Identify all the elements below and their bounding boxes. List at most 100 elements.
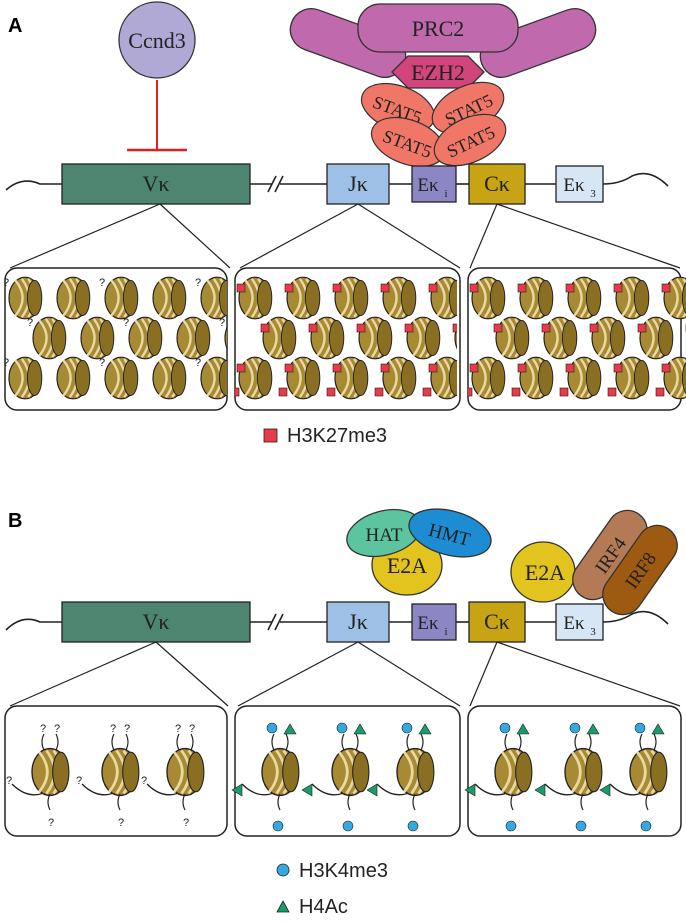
- nucleosome-icon: [151, 356, 188, 400]
- h3k27me3-square-icon: [263, 428, 278, 443]
- h3k4me3-mark: [575, 820, 587, 832]
- h4ac-mark: [599, 783, 611, 797]
- nucleosome-icon: [470, 276, 506, 320]
- chromatin-box-v-open: ????????????: [4, 705, 228, 837]
- e3-segment-a-label: Eκ: [563, 175, 585, 196]
- nucleosome-icon: [493, 747, 534, 797]
- j-segment-a-label: Jκ: [348, 171, 368, 196]
- h3k27me3-mark: [493, 323, 503, 333]
- h4ac-mark: [418, 723, 432, 735]
- h3k27me3-mark: [517, 283, 527, 293]
- ccnd3-label: Ccnd3: [128, 28, 185, 53]
- nucleosome-icon: [165, 747, 206, 797]
- v-segment-b-label: Vκ: [143, 609, 170, 634]
- nucleosome-icon: [31, 316, 68, 360]
- h3k27me3-mark: [637, 323, 647, 333]
- h3k4me3-mark: [569, 722, 581, 734]
- j-segment-b-label: Jκ: [348, 609, 368, 634]
- c-segment-b-label: Cκ: [484, 609, 510, 634]
- c-segment-b: Cκ: [468, 601, 526, 643]
- stat5-cluster: STAT5 STAT5 STAT5 STAT5: [360, 81, 507, 168]
- h3k27me3-mark: [613, 363, 623, 373]
- nucleosome-icon: [470, 356, 506, 400]
- unknown-mark: ?: [110, 723, 116, 735]
- h4ac-mark: [464, 783, 476, 797]
- unknown-mark: ?: [118, 817, 124, 829]
- nucleosome-icon: [518, 356, 554, 400]
- ezh2-node: EZH2: [391, 55, 485, 89]
- chromatin-box-j-compact: [234, 267, 461, 411]
- unknown-mark: ?: [195, 277, 201, 289]
- h3k27me3-mark: [589, 323, 599, 333]
- prc2-label: PRC2: [412, 16, 465, 41]
- nucleosome-icon: [330, 747, 371, 797]
- h3k27me3-mark: [511, 387, 521, 397]
- ezh2-label: EZH2: [411, 60, 465, 85]
- j-segment-b: Jκ: [326, 601, 390, 643]
- prc2-complex: PRC2: [289, 3, 597, 78]
- chromatin-box-c-compact: [467, 267, 686, 411]
- legend-h3k4me3: H3K4me3: [276, 860, 388, 882]
- nucleosome-icon: [199, 276, 227, 320]
- ccnd3-node: Ccnd3: [118, 1, 196, 79]
- h3k27me3-mark: [565, 363, 575, 373]
- h3k27me3-mark: [380, 363, 390, 373]
- unknown-mark: ?: [76, 775, 82, 787]
- ei-segment-a-sub: i: [444, 188, 447, 200]
- nucleosome-icon: [175, 316, 212, 360]
- nucleosome-icon: [381, 356, 417, 400]
- unknown-mark: ?: [189, 723, 195, 735]
- nucleosome-icon: [405, 316, 441, 360]
- nucleosome-icon: [237, 276, 273, 320]
- unknown-mark: ?: [99, 277, 105, 289]
- nucleosome-icon: [261, 316, 297, 360]
- chromatin-box-c-open: [464, 705, 682, 837]
- nucleosome-icon: [103, 356, 140, 400]
- unknown-mark: ?: [141, 775, 147, 787]
- unknown-mark: ?: [175, 723, 181, 735]
- ei-segment-b-sub: i: [444, 626, 447, 638]
- chromatin-box-j-open: [231, 705, 461, 837]
- h3k4me3-mark: [272, 820, 284, 832]
- h3k4me3-mark: [266, 722, 278, 734]
- nucleosome-icon: [357, 316, 393, 360]
- h3k27me3-mark: [374, 387, 384, 397]
- legend-h3k27me3-label: H3K27me3: [287, 425, 387, 447]
- nucleosome-icon: [566, 356, 602, 400]
- nucleosome-icon: [590, 316, 626, 360]
- v-segment-a-label: Vκ: [143, 171, 170, 196]
- h3k27me3-mark: [236, 363, 246, 373]
- nucleosome-icon: [127, 316, 164, 360]
- dna-line-b: [5, 610, 669, 631]
- h3k27me3-mark: [469, 283, 479, 293]
- unknown-mark: ?: [3, 277, 9, 289]
- ei-segment-b: Eκ i: [411, 603, 457, 641]
- h3k4me3-mark: [499, 722, 511, 734]
- nucleosome-icon: [628, 747, 669, 797]
- h3k27me3-mark: [613, 283, 623, 293]
- unknown-mark: ?: [27, 317, 33, 329]
- e3-segment-a: Eκ 3: [555, 165, 604, 203]
- h3k4me3-circle-icon: [276, 863, 290, 877]
- h3k27me3-mark: [517, 363, 527, 373]
- panel-b-letter: B: [8, 510, 22, 532]
- h3k27me3-mark: [565, 283, 575, 293]
- h3k27me3-mark: [469, 363, 479, 373]
- nucleosome-icon: [237, 356, 273, 400]
- h4ac-mark: [534, 783, 546, 797]
- nucleosome-icon: [614, 276, 650, 320]
- h3k27me3-mark: [284, 363, 294, 373]
- unknown-mark: ?: [183, 817, 189, 829]
- h3k27me3-mark: [332, 363, 342, 373]
- legend-h3k27me3: H3K27me3: [263, 425, 387, 447]
- c-segment-a: Cκ: [468, 163, 526, 205]
- nucleosome-icon: [55, 276, 92, 320]
- h3k27me3-mark: [452, 323, 457, 333]
- h4ac-triangle-icon: [276, 900, 290, 913]
- nucleosome-icon: [381, 276, 417, 320]
- h3k27me3-mark: [356, 323, 366, 333]
- h3k27me3-mark: [559, 387, 569, 397]
- unknown-mark: ?: [195, 357, 201, 369]
- h3k27me3-mark: [468, 387, 473, 397]
